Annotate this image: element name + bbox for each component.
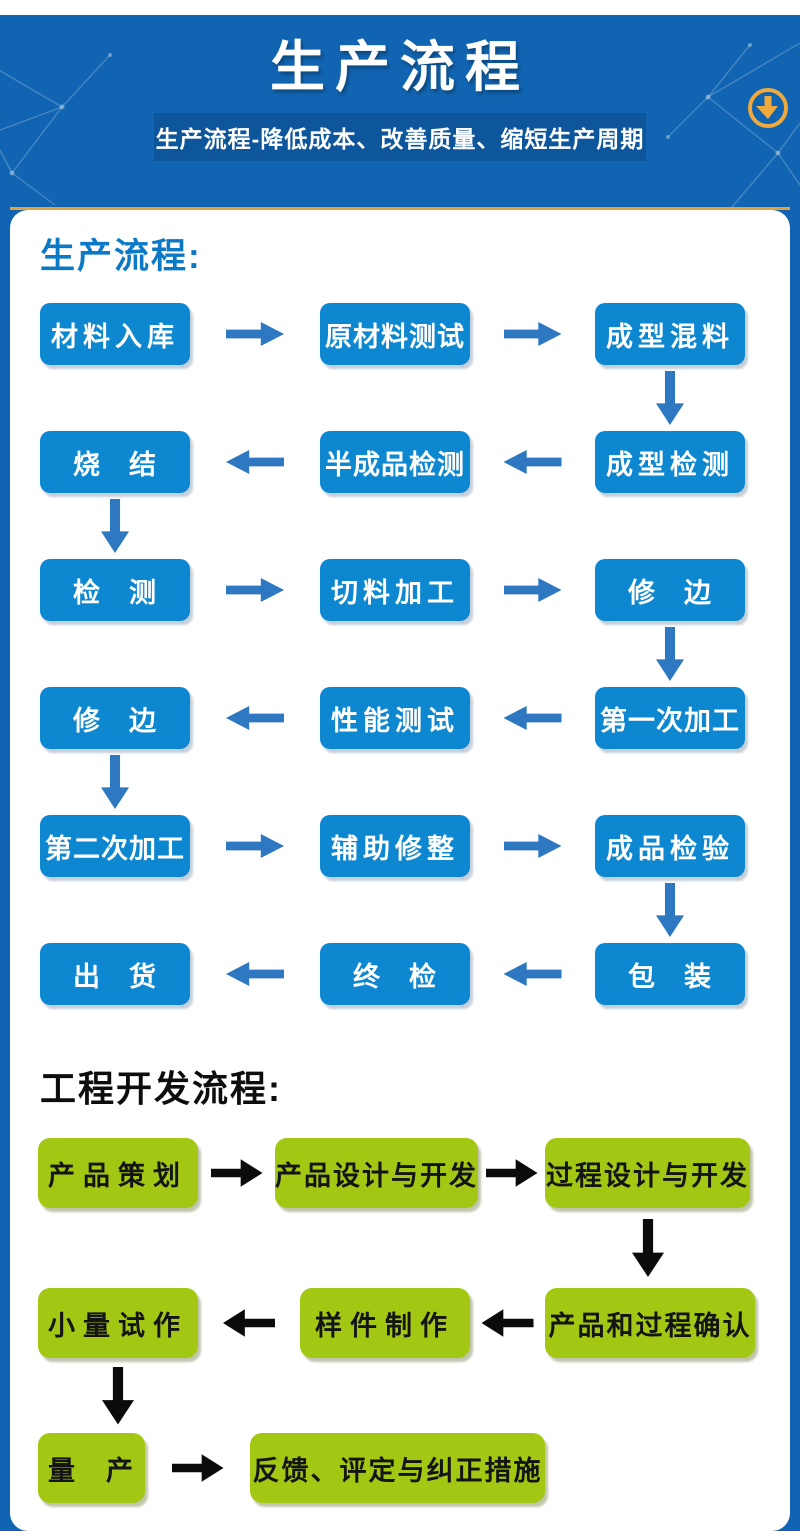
arrow-left-icon [226, 450, 284, 474]
engineering-flow-heading: 工程开发流程: [40, 1068, 282, 1109]
flow-step-box: 过程设计与开发 [545, 1138, 750, 1208]
subtitle-text: 生产流程-降低成本、改善质量、缩短生产周期 [155, 126, 645, 152]
content-card: 生产流程: 材料入库 原材料测试 成型混料 烧 结 半成品检测 成型检测 检 测… [10, 210, 790, 1531]
flow-step-box: 成型检测 [595, 431, 745, 493]
flow-step-box: 修 边 [595, 559, 745, 621]
arrow-left-icon [226, 706, 284, 730]
flow-step-box: 样件制作 [300, 1288, 470, 1358]
gold-divider [10, 207, 790, 210]
flow-step-box: 检 测 [40, 559, 190, 621]
arrow-right-icon [226, 834, 284, 858]
arrow-down-icon [101, 499, 129, 553]
flow-step-box: 半成品检测 [320, 431, 470, 493]
production-flow-row: 检 测 切料加工 修 边 [40, 559, 790, 621]
arrow-left-icon [481, 1309, 534, 1337]
arrow-right-icon [503, 834, 562, 858]
production-flow-row: 材料入库 原材料测试 成型混料 [40, 303, 790, 365]
arrow-left-icon [223, 1309, 275, 1337]
flow-step-box: 量 产 [38, 1433, 145, 1503]
arrow-right-icon [226, 578, 284, 602]
production-flow-row: 烧 结 半成品检测 成型检测 [40, 431, 790, 493]
flow-step-box: 原材料测试 [320, 303, 470, 365]
flow-step-box: 辅助修整 [320, 815, 470, 877]
flow-step-box: 成型混料 [595, 303, 745, 365]
flow-step-box: 终 检 [320, 943, 470, 1005]
flow-step-box: 修 边 [40, 687, 190, 749]
arrow-down-icon [102, 1366, 134, 1425]
flow-step-box: 第二次加工 [40, 815, 190, 877]
production-flow-row: 出 货 终 检 包 装 [40, 943, 790, 1005]
top-white-strip [0, 0, 800, 15]
arrow-left-icon [503, 706, 562, 730]
flow-step-box: 切料加工 [320, 559, 470, 621]
flow-step-box: 产品策划 [38, 1138, 198, 1208]
flow-step-box: 材料入库 [40, 303, 190, 365]
flow-step-box: 性能测试 [320, 687, 470, 749]
arrow-left-icon [226, 962, 284, 986]
arrow-right-icon [503, 322, 562, 346]
arrow-down-icon [656, 371, 684, 425]
arrow-right-icon [226, 322, 284, 346]
arrow-down-icon [101, 755, 129, 809]
engineering-flow-row: 小量试作 样件制作 产品和过程确认 [38, 1288, 790, 1358]
flow-step-box: 小量试作 [38, 1288, 198, 1358]
arrow-down-icon [632, 1219, 664, 1277]
production-flow-row: 第二次加工 辅助修整 成品检验 [40, 815, 790, 877]
flow-step-box: 出 货 [40, 943, 190, 1005]
production-flow-row: 修 边 性能测试 第一次加工 [40, 687, 790, 749]
arrow-down-icon [656, 627, 684, 681]
flow-step-box: 第一次加工 [595, 687, 745, 749]
flow-step-box: 烧 结 [40, 431, 190, 493]
download-icon[interactable] [746, 86, 790, 130]
subtitle-banner: 生产流程-降低成本、改善质量、缩短生产周期 [154, 113, 646, 161]
arrow-right-icon [171, 1454, 224, 1482]
arrow-right-icon [485, 1159, 538, 1187]
arrow-right-icon [210, 1159, 263, 1187]
arrow-down-icon [656, 883, 684, 937]
flow-step-box: 包 装 [595, 943, 745, 1005]
arrow-left-icon [503, 962, 562, 986]
flow-step-box: 成品检验 [595, 815, 745, 877]
arrow-left-icon [503, 450, 562, 474]
flow-step-box: 产品和过程确认 [545, 1288, 755, 1358]
page-header: 生产流程 生产流程-降低成本、改善质量、缩短生产周期 [0, 35, 800, 210]
arrow-right-icon [503, 578, 562, 602]
production-flow-heading: 生产流程: [40, 237, 202, 276]
engineering-flow-row: 产品策划 产品设计与开发 过程设计与开发 [38, 1138, 790, 1208]
engineering-flow-row: 量 产 反馈、评定与纠正措施 [38, 1433, 790, 1503]
flow-step-box: 反馈、评定与纠正措施 [250, 1433, 545, 1503]
page-title: 生产流程 [269, 36, 530, 98]
flow-step-box: 产品设计与开发 [275, 1138, 478, 1208]
